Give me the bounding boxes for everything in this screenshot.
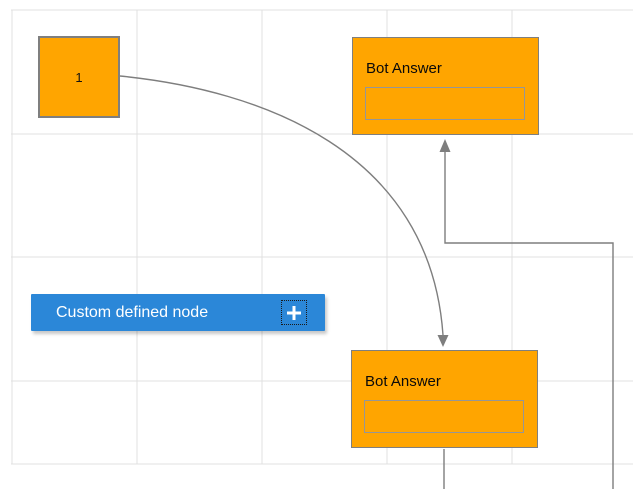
node-title: Bot Answer [366,60,442,77]
node-title: Bot Answer [365,373,441,390]
custom-defined-node[interactable]: Custom defined node [31,294,325,331]
node-bot-answer-top[interactable]: Bot Answer [352,37,539,135]
arrowhead-down-icon [437,335,449,347]
node-bot-answer-bottom[interactable]: Bot Answer [351,350,538,448]
bezier-connector[interactable] [119,75,449,347]
bot-answer-input[interactable] [365,87,525,120]
node-start[interactable]: 1 [38,36,120,118]
custom-node-label: Custom defined node [56,303,209,321]
plus-icon[interactable] [281,300,307,325]
bot-answer-input[interactable] [364,400,524,433]
arrowhead-up-icon [439,139,451,152]
node-start-label: 1 [75,69,83,85]
orthogonal-connector[interactable] [439,139,614,489]
